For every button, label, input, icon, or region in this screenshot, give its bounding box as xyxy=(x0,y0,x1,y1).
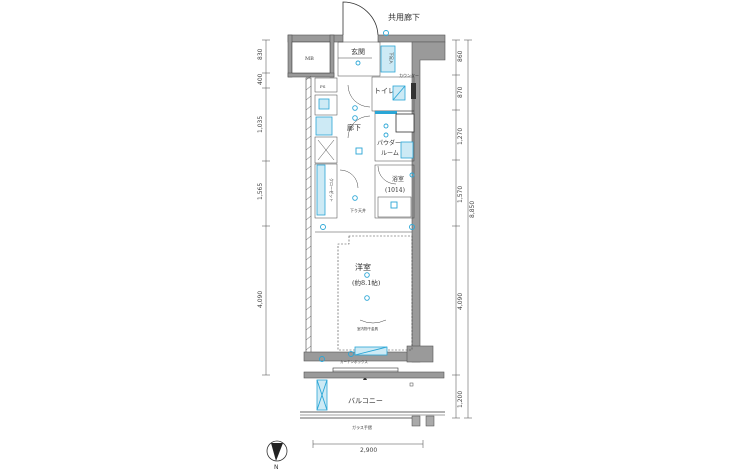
powder-room-label-2: ルーム xyxy=(381,150,399,157)
closet-label: クローゼット xyxy=(329,178,335,202)
drying-hardware-label: 室内物干金具 xyxy=(357,326,378,331)
western-room xyxy=(337,235,413,351)
dim-left-4: 1,565 xyxy=(257,183,264,200)
bathtub xyxy=(377,196,412,218)
curtain-box-label: カーテンボックス xyxy=(340,359,368,364)
lowered-ceiling-label: 下り天井 xyxy=(350,207,366,213)
bathroom xyxy=(374,164,415,219)
mb-label: MB xyxy=(305,56,314,62)
dim-right-5: 4,090 xyxy=(457,293,464,310)
glass-railing-label: ガラス手摺 xyxy=(352,424,372,430)
western-room-label: 洋室 xyxy=(355,262,371,272)
hallway-label: 廊下 xyxy=(347,123,361,132)
mb-closet xyxy=(291,41,331,74)
dim-right-1: 860 xyxy=(457,50,464,62)
bath-label: 浴室 xyxy=(392,175,404,183)
dim-left-1: 830 xyxy=(257,48,264,60)
left-dimensions: 830 400 1,035 1,565 4,090 xyxy=(257,39,270,376)
powder-room-label-1: パウダー xyxy=(377,139,401,147)
bath-size-label: (1014) xyxy=(385,187,405,194)
ps-label: PS xyxy=(320,84,326,89)
north-compass: N xyxy=(266,440,288,470)
bottom-dimension: 2,900 xyxy=(312,440,424,454)
counter-unit xyxy=(314,94,338,116)
shoe-storage-label: 下足入 xyxy=(389,52,394,64)
dim-left-2: 400 xyxy=(257,73,264,85)
walls xyxy=(287,34,446,363)
shoe-storage xyxy=(380,45,396,73)
closet-shelf xyxy=(316,164,326,216)
dim-left-5: 4,090 xyxy=(257,291,264,308)
dim-right-2: 870 xyxy=(457,86,464,98)
washbasin xyxy=(315,116,333,136)
dim-width: 2,900 xyxy=(360,447,377,454)
dim-total-depth: 8,850 xyxy=(469,201,476,218)
toilet-label: トイレ xyxy=(374,87,395,95)
washing-machine-space xyxy=(395,113,415,133)
entrance-door xyxy=(342,1,379,36)
dim-right-4: 1,570 xyxy=(457,186,464,203)
entrance-label: 玄関 xyxy=(351,47,365,56)
dim-left-3: 1,035 xyxy=(257,116,264,133)
western-room-size-label: (約8.1帖) xyxy=(352,278,381,287)
vanity-sink xyxy=(400,141,414,159)
closet xyxy=(314,163,338,219)
ps-shaft xyxy=(314,77,338,93)
shared-corridor-label: 共用廊下 xyxy=(388,12,420,22)
counter-label: カウンター xyxy=(399,72,419,78)
storage xyxy=(314,136,338,164)
dim-right-6: 1,200 xyxy=(457,391,464,408)
right-dimensions: 860 870 1,270 1,570 4,090 1,200 8,850 xyxy=(452,39,476,419)
balcony-label: バルコニー xyxy=(348,397,383,405)
entrance-area xyxy=(337,41,381,77)
dim-right-3: 1,270 xyxy=(457,128,464,145)
compass-north-label: N xyxy=(274,464,279,470)
